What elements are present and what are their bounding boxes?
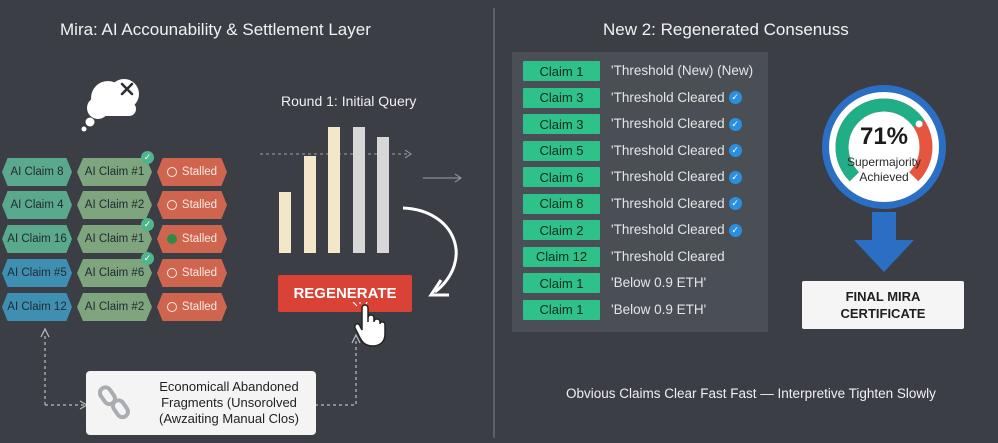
broken-link-icon (98, 385, 130, 420)
supermajority-gauge (822, 85, 946, 209)
stalled-hex: Stalled (157, 191, 227, 219)
claim-hex: AI Claim 4 (2, 191, 72, 219)
claim-status-text: 'Threshold (New) (New) (611, 63, 754, 78)
claim-status: 'Threshold Cleared (611, 247, 725, 267)
claim-status-text: 'Threshold Cleared (611, 89, 725, 105)
left-title: Mira: AI Accounability & Settlement Laye… (60, 20, 371, 39)
abandoned-fragments-box: Economicall Abandoned Fragments (Unsorol… (86, 371, 316, 435)
claim-status: 'Threshold Cleared✓ (611, 88, 742, 108)
claim-status-text: 'Threshold Cleared (611, 169, 725, 184)
regenerate-curved-arrow (402, 206, 458, 297)
right-title: New 2: Regenerated Consenuss (603, 20, 849, 39)
claim-status: 'Threshold (New) (New) (611, 61, 753, 81)
check-icon: ✓ (728, 144, 742, 158)
hand-pointer-icon (352, 302, 386, 347)
section-divider (493, 8, 495, 438)
bottom-caption: Obvious Claims Clear Fast Fast — Interpr… (566, 386, 936, 401)
fragments-line-3: (Awzaiting Manual Clos) (159, 411, 299, 426)
check-icon: ✓ (728, 223, 742, 237)
claim-status: 'Threshold Cleared✓ (611, 220, 742, 240)
gauge-caption-1: Supermajority (846, 155, 922, 169)
clock-icon (166, 234, 177, 244)
claim-status: 'Threshold Cleared✓ (611, 141, 742, 161)
claim-status: 'Threshold Cleared✓ (611, 167, 742, 187)
claim-label: Claim 1 (523, 61, 600, 81)
claim-hex: AI Claim 12 (2, 293, 72, 321)
claim-status-text: 'Below 0.9 ETH' (611, 301, 707, 317)
check-icon: ✓ (728, 91, 742, 105)
fragments-line-2: Fragments (Unsorolved (161, 395, 297, 410)
claim-hex: AI Claim 8 (2, 158, 72, 186)
claim-label: Claim 3 (523, 114, 600, 134)
clock-icon (166, 167, 177, 177)
gauge-value: 71% (859, 123, 909, 150)
stalled-hex: Stalled (157, 158, 227, 186)
check-icon: ✓ (728, 170, 742, 184)
gauge-caption-2: Achieved (859, 170, 909, 184)
claim-hex: AI Claim #5 (2, 259, 72, 287)
claim-hex: AI Claim #1 (77, 158, 152, 186)
claim-label: Claim 8 (523, 193, 600, 214)
stalled-label: Stalled (181, 199, 218, 211)
stalled-label: Stalled (181, 166, 218, 178)
claim-label: Claim 1 (523, 273, 600, 293)
claim-status: 'Threshold Cleared✓ (611, 194, 742, 214)
fragments-line-1: Economicall Abandoned (159, 379, 299, 394)
claim-label: Claim 2 (523, 220, 600, 240)
check-icon: ✓ (728, 117, 742, 131)
claim-hex: AI Claim #6 (77, 259, 152, 287)
round1-bar-chart (271, 118, 395, 253)
check-badge-icon: ✓ (141, 218, 154, 231)
fragment-connectors (40, 327, 361, 410)
clock-icon (166, 302, 177, 312)
chart-bar (352, 127, 365, 253)
claim-status: 'Threshold Cleared✓ (611, 114, 742, 134)
claim-hex: AI Claim #2 (77, 191, 152, 219)
claim-hex: AI Claim #2 (77, 293, 152, 321)
claim-label: Claim 6 (523, 167, 600, 187)
claim-label: Claim 1 (523, 299, 600, 320)
claim-hex: AI Claim 16 (2, 225, 72, 253)
claim-status: 'Below 0.9 ETH' (611, 300, 706, 320)
claim-label: Claim 3 (523, 87, 600, 108)
clock-icon (166, 200, 177, 210)
check-badge-icon: ✓ (141, 252, 154, 265)
claim-status-text: 'Below 0.9 ETH' (611, 275, 707, 290)
check-icon: ✓ (728, 197, 742, 211)
chart-bar (377, 136, 389, 253)
claim-status: 'Below 0.9 ETH' (611, 273, 706, 293)
regenerate-button[interactable]: REGENERATE (278, 275, 412, 312)
final-certificate: FINAL MIRA CERTIFICATE (802, 281, 964, 329)
chart-bar (279, 192, 291, 253)
check-badge-icon: ✓ (141, 151, 154, 164)
claim-label: Claim 12 (523, 246, 600, 267)
stalled-label: Stalled (181, 301, 218, 313)
chart-bar (303, 155, 316, 253)
claim-status-text: 'Threshold Cleared (611, 222, 725, 237)
chart-bar (328, 127, 340, 253)
claim-hex: AI Claim #1 (77, 225, 152, 253)
claim-status-text: 'Threshold Cleared (611, 195, 725, 211)
stalled-label: Stalled (181, 267, 218, 279)
claim-status-text: 'Threshold Cleared (611, 248, 725, 264)
round-title: Round 1: Initial Query (281, 93, 417, 109)
cert-line-2: CERTIFICATE (840, 306, 926, 321)
claim-status-text: 'Threshold Cleared (611, 116, 725, 131)
down-arrow-icon (854, 212, 914, 272)
stalled-hex: Stalled (157, 259, 227, 287)
clock-icon (166, 268, 177, 278)
claim-label: Claim 5 (523, 140, 600, 161)
claim-status-text: 'Threshold Cleared (611, 142, 725, 158)
stalled-label: Stalled (181, 233, 218, 245)
stalled-hex: Stalled (157, 225, 227, 253)
cert-line-1: FINAL MIRA (845, 289, 921, 304)
cloud-x-icon (81, 79, 139, 132)
stalled-hex: Stalled (157, 293, 227, 321)
